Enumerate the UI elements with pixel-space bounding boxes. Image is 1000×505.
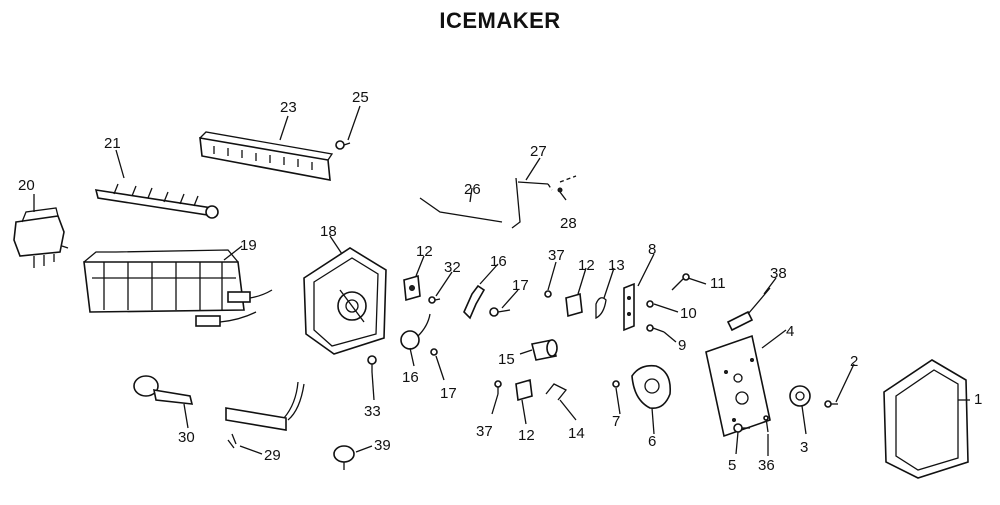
- part-25-drawing: [94, 183, 219, 219]
- part-33-drawing: [133, 375, 194, 405]
- callout-7: 7: [612, 413, 620, 430]
- callout-6: 6: [648, 433, 656, 450]
- callout-44: 39: [374, 437, 391, 454]
- part-28-29-drawing: [419, 175, 577, 229]
- callout-23: 20: [18, 177, 35, 194]
- callout-17: 17: [440, 385, 457, 402]
- diagram-title: ICEMAKER: [439, 8, 561, 33]
- part-26-drawing: [199, 131, 334, 181]
- part-21-drawing: [83, 249, 273, 327]
- part-23-drawing: [13, 207, 69, 268]
- part-20-drawing: [303, 247, 387, 355]
- part-9-drawing: [646, 324, 665, 333]
- part-8-drawing: [623, 282, 635, 332]
- callout-27: 25: [352, 89, 369, 106]
- part-17-drawing: [430, 348, 438, 356]
- part-18-drawing: [463, 284, 486, 320]
- part-19-drawing: [489, 307, 511, 317]
- callout-8: 8: [648, 241, 656, 258]
- callout-37-center: 33: [364, 403, 381, 420]
- part-36-drawing: [428, 296, 441, 304]
- part-6-drawing: [631, 364, 672, 410]
- callout-19: 17: [512, 277, 529, 294]
- callout-2: 2: [850, 353, 858, 370]
- part-37a-drawing: [367, 355, 377, 372]
- part-44-drawing: [333, 445, 355, 470]
- callout-32: 29: [264, 447, 281, 464]
- callout-4: 4: [786, 323, 794, 340]
- callout-29: 27: [530, 143, 547, 160]
- callout-30: 28: [560, 215, 577, 232]
- callout-labels: 20 21 23 25 19 18 26 27 28 12 32 16 17 3…: [18, 89, 982, 474]
- callout-40: 38: [770, 265, 787, 282]
- callout-9: 9: [678, 337, 686, 354]
- part-39-drawing: [494, 380, 502, 394]
- callout-5: 5: [728, 457, 736, 474]
- callout-12-mid: 12: [578, 257, 595, 274]
- callout-39: 37: [476, 423, 493, 440]
- callout-20: 18: [320, 223, 337, 240]
- callout-21: 19: [240, 237, 257, 254]
- callout-18: 16: [490, 253, 507, 270]
- callout-12-top: 12: [416, 243, 433, 260]
- part-14-drawing: [545, 383, 568, 401]
- callout-3: 3: [800, 439, 808, 456]
- part-27-drawing: [335, 140, 351, 150]
- part-12a-drawing: [403, 274, 421, 302]
- callout-25: 21: [104, 135, 121, 152]
- callout-16: 16: [402, 369, 419, 386]
- part-37b-drawing: [763, 415, 769, 433]
- callout-14: 14: [568, 425, 585, 442]
- part-4-drawing: [705, 334, 771, 438]
- callout-33: 30: [178, 429, 195, 446]
- part-1-drawing: [883, 359, 969, 479]
- part-38-drawing: [544, 290, 552, 298]
- callout-26: 23: [280, 99, 297, 116]
- callout-38: 37: [548, 247, 565, 264]
- part-32-drawing: [225, 381, 305, 449]
- part-12c-drawing: [515, 378, 533, 402]
- callout-1: 1: [974, 391, 982, 408]
- callout-12-low: 12: [518, 427, 535, 444]
- callout-13: 13: [608, 257, 625, 274]
- part-16-drawing: [400, 313, 431, 350]
- callout-37-right: 36: [758, 457, 775, 474]
- callout-11: 11: [710, 275, 726, 292]
- part-3-drawing: [789, 385, 811, 407]
- part-13-drawing: [595, 297, 607, 320]
- leader-lines: [33, 105, 970, 456]
- part-12b-drawing: [565, 292, 583, 318]
- part-2-drawing: [824, 400, 838, 408]
- callout-15: 15: [498, 351, 515, 368]
- callout-36: 32: [444, 259, 461, 276]
- callout-28: 26: [464, 181, 481, 198]
- callout-10: 10: [680, 305, 697, 322]
- part-11-drawing: [671, 273, 690, 291]
- part-40-drawing: [726, 287, 771, 332]
- part-30-drawing: [557, 187, 563, 193]
- part-7-drawing: [612, 380, 620, 388]
- part-10-drawing: [646, 300, 654, 308]
- part-15-drawing: [531, 339, 558, 361]
